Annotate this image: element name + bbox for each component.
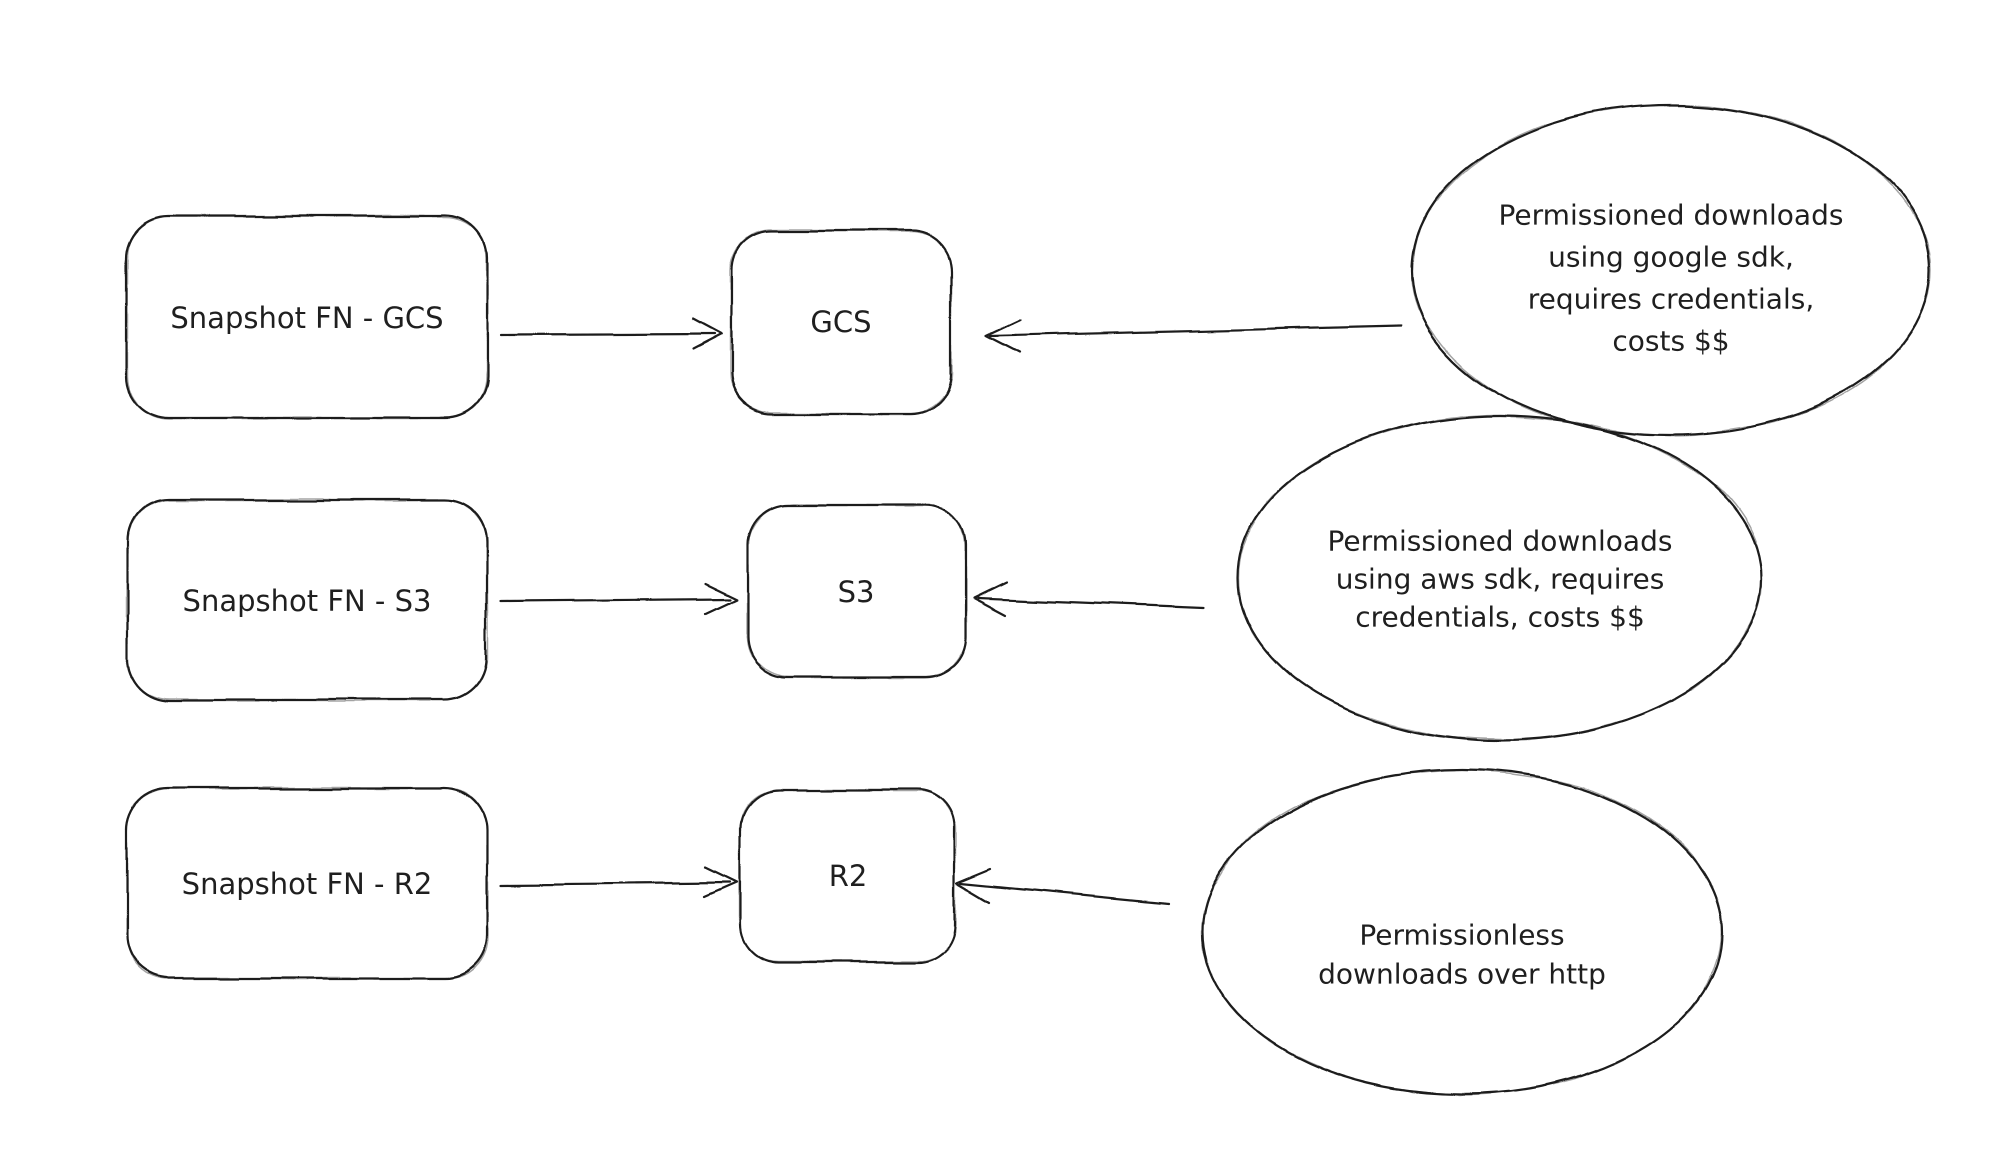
arrow-note-gcs-head xyxy=(984,318,1022,355)
target-label-s3: S3 xyxy=(838,575,875,609)
arrow-note-gcs-line xyxy=(988,324,1402,338)
arrow-note-s3-line xyxy=(976,596,1207,609)
note-r2-line-1: Permissionless xyxy=(1359,919,1564,952)
diagram-labels: Snapshot FN - GCS GCS Permissioned downl… xyxy=(170,199,1843,991)
note-gcs-line-4: costs $$ xyxy=(1612,325,1729,358)
arrow-snapshot-s3-line xyxy=(499,597,732,603)
note-gcs-line-1: Permissioned downloads xyxy=(1499,199,1844,232)
note-s3-line-3: credentials, costs $$ xyxy=(1355,601,1645,634)
source-label-r2: Snapshot FN - R2 xyxy=(182,867,433,901)
target-label-r2: R2 xyxy=(829,859,868,893)
source-label-s3: Snapshot FN - S3 xyxy=(183,584,432,618)
note-gcs-line-3: requires credentials, xyxy=(1528,283,1814,316)
note-s3-line-1: Permissioned downloads xyxy=(1328,525,1673,558)
arrow-snapshot-r2-line xyxy=(499,881,732,887)
source-label-gcs: Snapshot FN - GCS xyxy=(170,301,443,335)
arrow-note-r2-line xyxy=(960,882,1170,906)
note-gcs-line-2: using google sdk, xyxy=(1548,241,1794,274)
arrow-note-r2-head xyxy=(956,868,994,905)
arrow-snapshot-r2-head xyxy=(703,866,739,899)
arrow-note-s3-head xyxy=(972,580,1009,617)
arrow-snapshot-gcs-line xyxy=(499,332,716,337)
note-r2-line-2: downloads over http xyxy=(1318,958,1606,991)
arrow-snapshot-s3-head xyxy=(703,582,739,616)
note-s3-line-2: using aws sdk, requires xyxy=(1336,563,1665,596)
arrow-snapshot-gcs-head xyxy=(690,317,723,351)
target-label-gcs: GCS xyxy=(810,305,871,339)
